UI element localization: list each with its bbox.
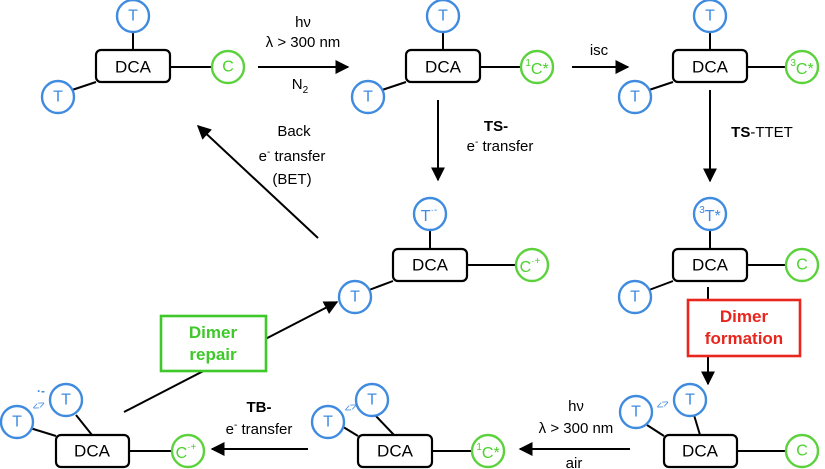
svg-text:hν: hν: [295, 14, 311, 31]
label-ts-electron-transfer: TS- e- transfer: [467, 118, 534, 155]
svg-text:Dimer: Dimer: [189, 323, 238, 342]
thymine-left: T: [630, 289, 640, 306]
chromophore-singlet: 1C*: [476, 442, 499, 462]
molecule-triplet-chromophore: DCA T T 3C*: [617, 0, 820, 115]
radical-anion-mark: ·-: [37, 384, 45, 398]
cyclobutane-bond: <>: [31, 398, 48, 414]
chromophore-radical-cation: C·+: [520, 256, 541, 276]
thymine-top: T: [438, 8, 448, 25]
core-label: DCA: [692, 58, 729, 77]
svg-text:Back: Back: [277, 123, 311, 140]
thymine-triplet: 3T*: [699, 205, 721, 225]
molecule-radical-ion-pair: DCA T·- T C·+: [337, 196, 550, 315]
svg-text:e- transfer: e- transfer: [226, 420, 293, 438]
thymine-left: T: [363, 89, 373, 106]
chromophore-radical-cation: C·+: [176, 442, 197, 462]
cyclobutane-bond: <>: [655, 397, 672, 413]
cyclobutane-bond: <>: [343, 400, 360, 416]
svg-text:formation: formation: [705, 329, 783, 348]
chromophore-singlet: 1C*: [525, 58, 548, 78]
thymine-radical-anion: T·-: [421, 205, 437, 225]
svg-text:N2: N2: [292, 76, 309, 96]
molecule-dimer-singlet: DCA T T <> 1C*: [310, 382, 506, 469]
thymine-dimer-left: T: [323, 414, 333, 431]
svg-text:λ > 300 nm: λ > 300 nm: [539, 420, 614, 437]
core-label: DCA: [682, 442, 719, 461]
molecule-singlet-excited: DCA T T 1C*: [350, 0, 555, 115]
thymine-left: T: [53, 89, 63, 106]
arrow-back-electron-transfer: [196, 125, 319, 239]
svg-text:air: air: [566, 455, 583, 469]
label-photoexcitation: hν λ > 300 nm N2: [266, 14, 341, 96]
dimer-formation-box: Dimer formation: [686, 298, 802, 358]
core-label: DCA: [115, 58, 152, 77]
molecule-triplet-thymine: DCA 3T* T C: [617, 196, 820, 315]
thymine-left: T: [630, 89, 640, 106]
core-label: DCA: [377, 442, 414, 461]
thymine-top: T: [128, 8, 138, 25]
chromophore: C: [796, 443, 808, 460]
thymine-dimer-left: T: [12, 414, 22, 431]
chromophore-triplet: 3C*: [790, 58, 813, 78]
svg-text:repair: repair: [189, 345, 237, 364]
label-ts-ttet: TS-TTET: [731, 124, 793, 141]
core-label: DCA: [412, 256, 449, 275]
thymine-dimer-top: T: [61, 392, 71, 409]
chromophore: C: [222, 59, 234, 76]
core-label: DCA: [692, 256, 729, 275]
thymine-dimer-left: T: [631, 404, 641, 421]
molecule-dimer-ground: DCA T T <> C: [618, 382, 820, 469]
label-tb-electron-transfer: TB- e- transfer: [226, 399, 293, 438]
svg-text:e- transfer: e- transfer: [467, 137, 534, 155]
svg-text:TS-: TS-: [484, 118, 508, 135]
svg-text:TB-: TB-: [247, 399, 272, 416]
thymine-dimer-top: T: [367, 392, 377, 409]
dimer-repair-box: Dimer repair: [159, 314, 268, 373]
label-dimer-photoexcitation: hν λ > 300 nm air: [539, 398, 614, 469]
svg-text:λ > 300 nm: λ > 300 nm: [266, 34, 341, 51]
label-back-electron-transfer: Back e- transfer (BET): [259, 123, 326, 188]
core-label: DCA: [425, 58, 462, 77]
core-label: DCA: [74, 442, 111, 461]
thymine-left: T: [350, 289, 360, 306]
chromophore: C: [796, 257, 808, 274]
molecule-ground-state: DCA T T C: [40, 0, 246, 115]
svg-text:hν: hν: [568, 398, 584, 415]
thymine-top: T: [705, 8, 715, 25]
svg-text:Dimer: Dimer: [720, 307, 769, 326]
svg-text:(BET): (BET): [272, 171, 311, 188]
thymine-dimer-top: T: [685, 392, 695, 409]
label-isc: isc: [590, 42, 609, 59]
svg-text:e- transfer: e- transfer: [259, 147, 326, 165]
molecule-dimer-radical-ion-pair: DCA T T ·- <> C·+: [0, 382, 206, 469]
